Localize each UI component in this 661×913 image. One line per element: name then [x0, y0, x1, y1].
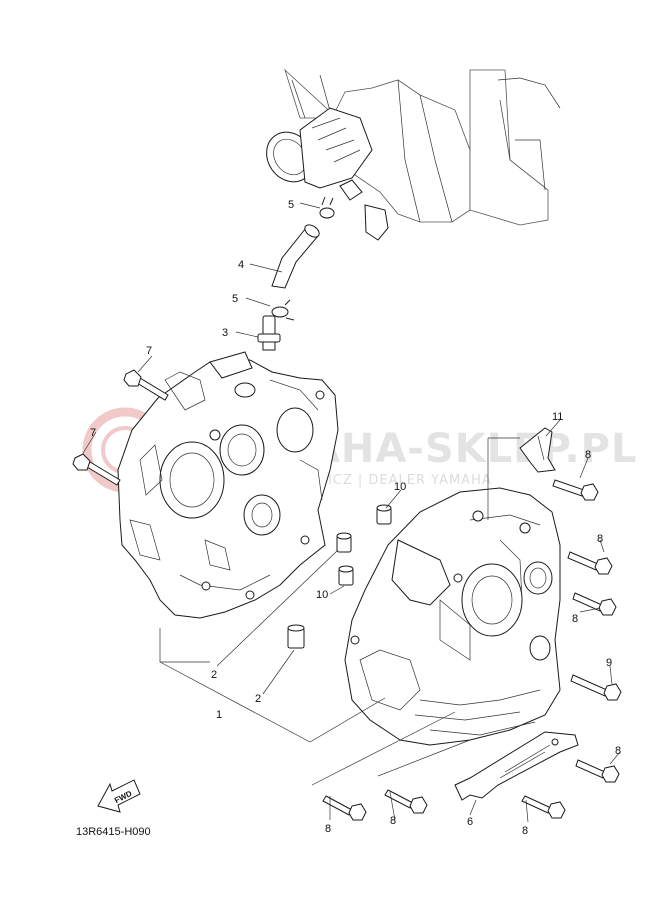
- part-5-clamp-lower: [271, 299, 295, 321]
- fwd-arrow: FWD: [97, 779, 141, 813]
- callout-10-lower: 10: [316, 589, 328, 601]
- callout-1: 1: [216, 709, 222, 721]
- callout-5-lower: 5: [232, 293, 238, 305]
- callout-11: 11: [552, 411, 563, 423]
- callout-10-upper: 10: [394, 481, 406, 493]
- part-11-clip: [519, 427, 556, 473]
- callout-labels: 1 2 2 3 4 5 5 6 7 7 8 8 8 8 8 8 8 9 10 1…: [90, 199, 621, 837]
- part-10-dowel-lower: [338, 565, 354, 586]
- callout-4: 4: [238, 259, 244, 271]
- part-8-bolt-2: [567, 551, 613, 575]
- callout-8-d: 8: [615, 745, 621, 757]
- part-8-bolt-3: [572, 592, 617, 616]
- part-2-dowel-lower: [287, 624, 305, 649]
- callout-2-upper: 2: [211, 669, 217, 681]
- callout-7-upper: 7: [146, 345, 152, 357]
- part-8-bolt-7: [521, 795, 566, 819]
- callout-8-b: 8: [597, 533, 603, 545]
- part-3-fitting: [257, 315, 281, 351]
- part-9-bolt: [570, 674, 622, 701]
- part-5-clamp-upper: [319, 196, 335, 219]
- callout-7-lower: 7: [90, 427, 96, 439]
- part-8-bolt-6: [384, 789, 428, 814]
- callout-9: 9: [606, 657, 612, 669]
- right-crankcase: [344, 487, 561, 746]
- left-crankcase: [117, 351, 339, 619]
- engine-top-ghost: [266, 68, 561, 241]
- part-7-bolt-lower: [72, 453, 121, 486]
- callout-8-a: 8: [585, 449, 591, 461]
- diagram-code: 13R6415-H090: [76, 826, 151, 838]
- part-8-bolt-1: [552, 479, 599, 501]
- callout-8-e: 8: [325, 823, 331, 835]
- callout-3: 3: [222, 327, 228, 339]
- callout-5-upper: 5: [288, 199, 294, 211]
- part-8-bolt-4: [575, 759, 620, 783]
- part-7-bolt-upper: [123, 369, 169, 401]
- callout-6: 6: [467, 816, 473, 828]
- leader-lines: [81, 202, 621, 823]
- part-6-bracket: [454, 731, 579, 801]
- callout-8-f: 8: [390, 815, 396, 827]
- part-8-bolt-5: [322, 795, 367, 821]
- callout-2-lower: 2: [255, 693, 261, 705]
- part-4-hose: [271, 224, 320, 289]
- callout-8-g: 8: [522, 825, 528, 837]
- part-2-dowel-upper: [336, 532, 352, 553]
- callout-8-c: 8: [572, 613, 578, 625]
- part-10-dowel-upper: [376, 504, 392, 525]
